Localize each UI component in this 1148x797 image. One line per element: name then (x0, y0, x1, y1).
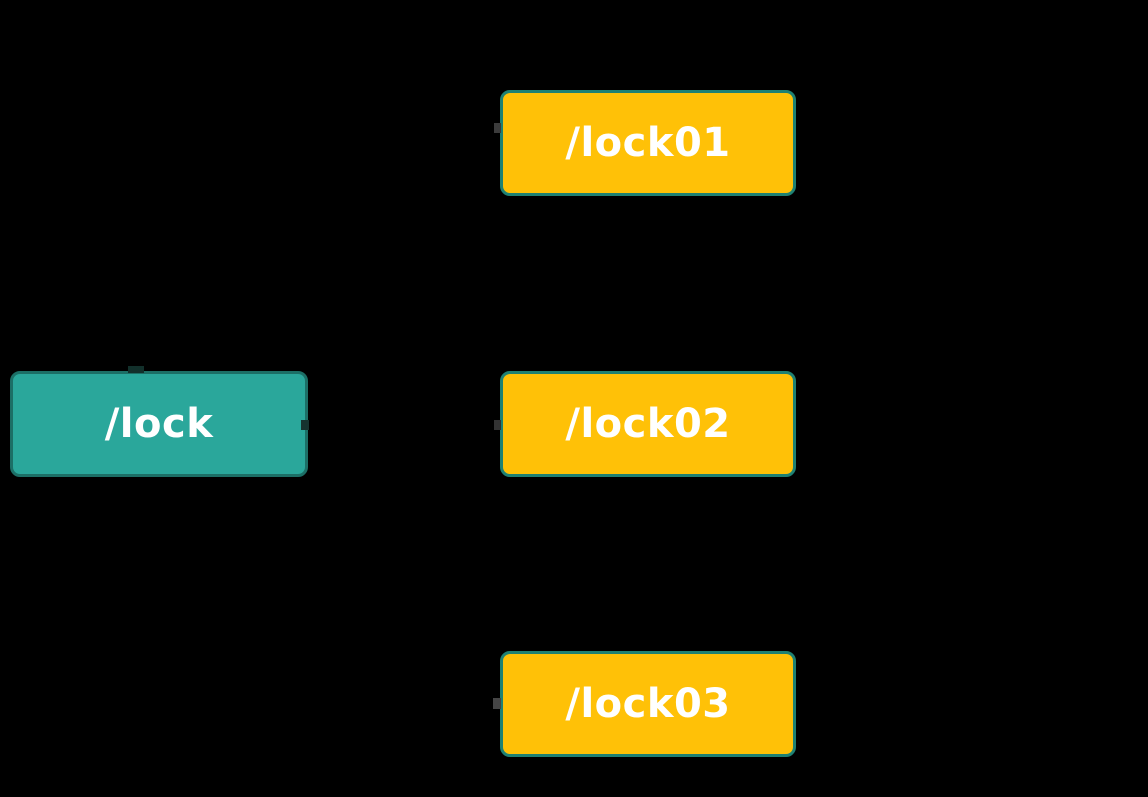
node-lock02-label: /lock02 (565, 401, 731, 447)
node-lock03-label: /lock03 (565, 681, 731, 727)
node-lock02: /lock02 (500, 371, 796, 477)
edge-arrowhead-tick (493, 698, 501, 709)
node-lock01-label: /lock01 (565, 120, 731, 166)
node-lock-label: /lock (104, 401, 214, 447)
node-lock: /lock (10, 371, 308, 477)
edge-arrowhead-tick (494, 420, 501, 430)
edge-arrowhead-tick (128, 366, 144, 373)
node-lock01: /lock01 (500, 90, 796, 196)
edge-arrowhead-tick (494, 123, 501, 133)
edge-arrowhead-tick (301, 420, 309, 430)
node-lock03: /lock03 (500, 651, 796, 757)
